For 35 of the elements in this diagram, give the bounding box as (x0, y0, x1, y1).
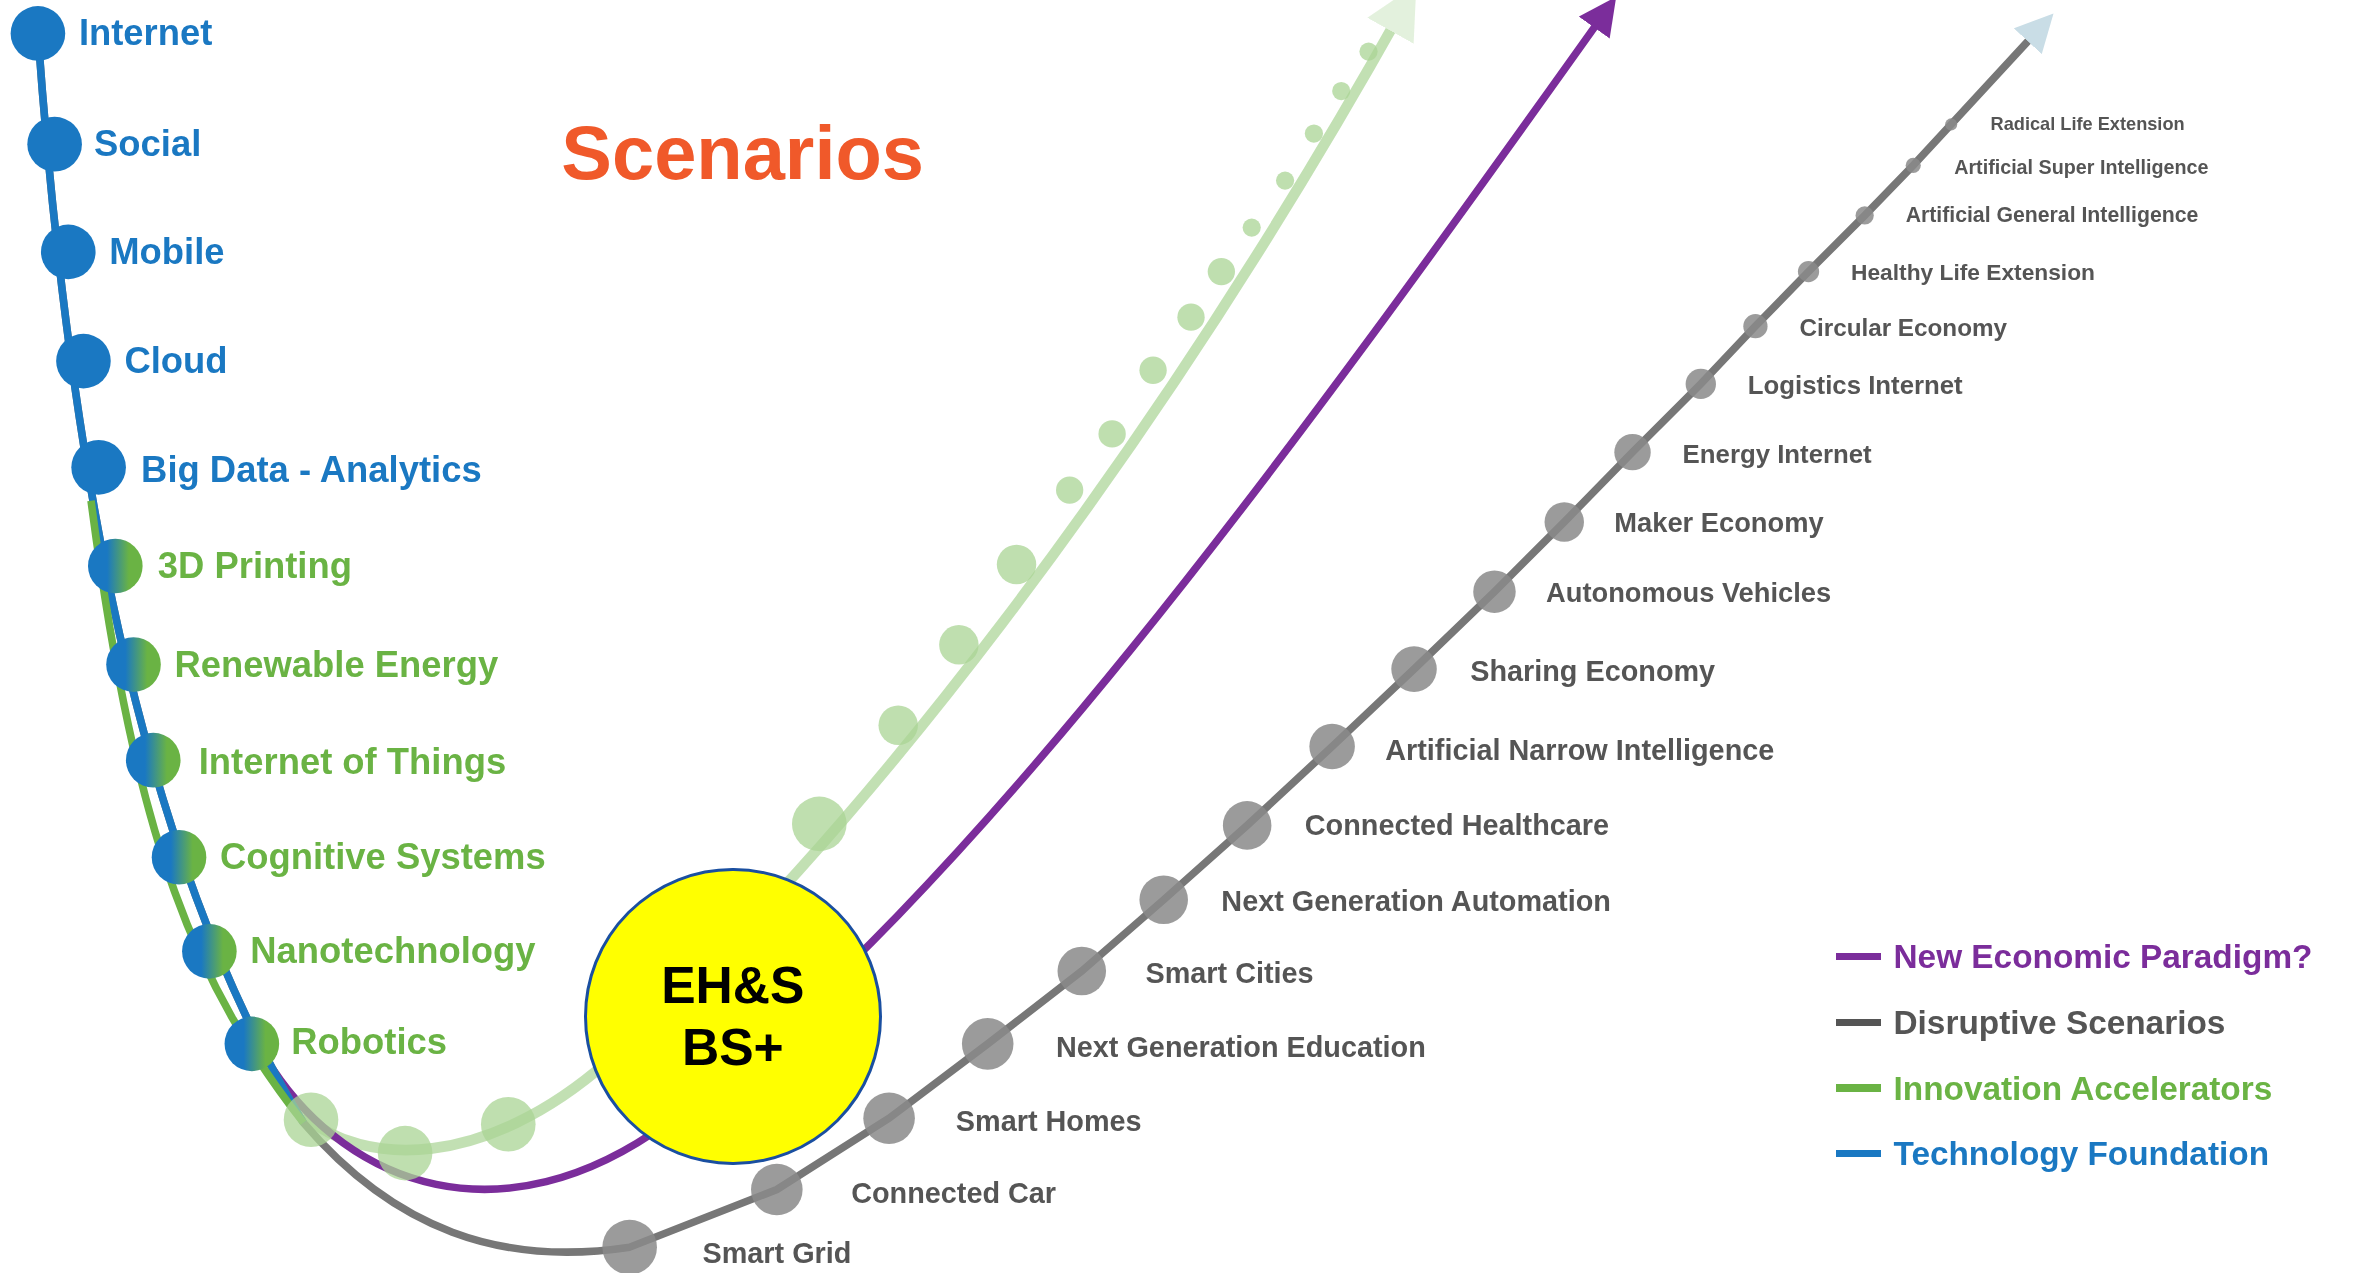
milestone-label: Artificial General Intelligence (1905, 202, 2199, 228)
legend-label: Technology Foundation (1893, 1135, 2270, 1174)
milestone-label: Nanotechnology (250, 930, 536, 973)
milestone-label: Internet (78, 12, 213, 55)
circle-text: EH&S BS+ (660, 954, 806, 1078)
milestone-label: Internet of Things (198, 740, 507, 783)
milestone-label: Autonomous Vehicles (1546, 577, 1832, 610)
milestone-label: Big Data - Analytics (141, 449, 482, 492)
milestone-label: Radical Life Extension (1990, 113, 2185, 135)
milestone-label: Artificial Narrow Intelligence (1385, 733, 1775, 766)
milestone-label: Artificial Super Intelligence (1954, 155, 2209, 179)
legend-label: Innovation Accelerators (1893, 1069, 2273, 1108)
milestone-label: Sharing Economy (1470, 654, 1716, 688)
milestone-label: 3D Printing (157, 544, 352, 587)
milestone-label: Connected Car (851, 1176, 1057, 1210)
milestone-label: Renewable Energy (174, 643, 499, 686)
milestone-label: Smart Cities (1145, 956, 1314, 990)
milestone-label: Next Generation Education (1056, 1030, 1426, 1064)
milestone-label: Cloud (124, 340, 228, 383)
legend-label: New Economic Paradigm? (1893, 938, 2313, 977)
milestone-label: Energy Internet (1682, 439, 1872, 469)
legend-label: Disruptive Scenarios (1893, 1004, 2226, 1043)
milestone-label: Connected Healthcare (1304, 808, 1610, 842)
milestone-label: Circular Economy (1799, 313, 2008, 342)
milestone-label: Maker Economy (1614, 507, 1824, 540)
title: Scenarios (561, 108, 924, 196)
milestone-label: Logistics Internet (1747, 370, 1963, 400)
milestone-label: Mobile (109, 230, 225, 273)
milestone-label: Next Generation Automation (1221, 884, 1611, 918)
milestone-label: Smart Grid (702, 1236, 852, 1270)
milestone-label: Smart Homes (955, 1104, 1142, 1138)
milestone-label: Cognitive Systems (220, 836, 546, 879)
milestone-label: Social (94, 123, 202, 166)
milestone-label: Robotics (291, 1021, 448, 1064)
milestone-label: Healthy Life Extension (1851, 258, 2095, 286)
